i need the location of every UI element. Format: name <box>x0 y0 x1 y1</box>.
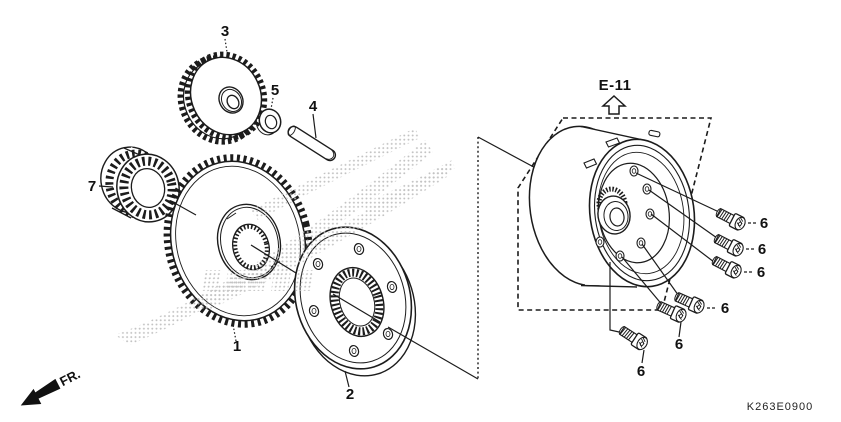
gear-3 <box>177 51 268 145</box>
clutch-bolt-holes <box>308 242 398 358</box>
watermark-wing <box>115 128 455 345</box>
callout-4: 4 <box>309 98 318 115</box>
bolt-icon <box>709 252 745 281</box>
fr-arrow-icon <box>20 378 61 406</box>
bolt-icon <box>711 230 747 259</box>
callout-6: 6 <box>637 363 645 380</box>
clutch-outer-2 <box>293 226 417 377</box>
callout-6: 6 <box>760 215 768 232</box>
callout-5: 5 <box>271 82 279 99</box>
fr-label: FR. <box>57 366 82 389</box>
reference-box <box>517 94 713 311</box>
needle-bearing-7 <box>100 146 180 223</box>
callout-6: 6 <box>675 336 683 353</box>
callout-1: 1 <box>233 338 241 355</box>
callout-7: 7 <box>88 178 96 195</box>
callout-6: 6 <box>758 241 766 258</box>
bolt-icon <box>616 322 651 353</box>
flywheel-hub <box>596 186 631 235</box>
callout-3: 3 <box>221 23 229 40</box>
bolt-leader-lines <box>609 172 720 335</box>
flywheel <box>528 125 696 288</box>
watermark-letters <box>202 270 315 291</box>
flywheel-rim-slots <box>583 129 661 169</box>
front-direction-marker: FR. <box>20 366 83 406</box>
bushing-5 <box>255 108 282 136</box>
callout-2: 2 <box>346 386 354 403</box>
e11-arrow-icon <box>601 94 627 115</box>
bolt-icon <box>713 204 749 233</box>
drawing-code: K263E0900 <box>747 401 814 413</box>
callout-6: 6 <box>721 300 729 317</box>
callout-6: 6 <box>757 264 765 281</box>
pin-4 <box>287 125 337 162</box>
callout-leaders <box>98 38 757 388</box>
reference-label: E-11 <box>599 77 632 94</box>
